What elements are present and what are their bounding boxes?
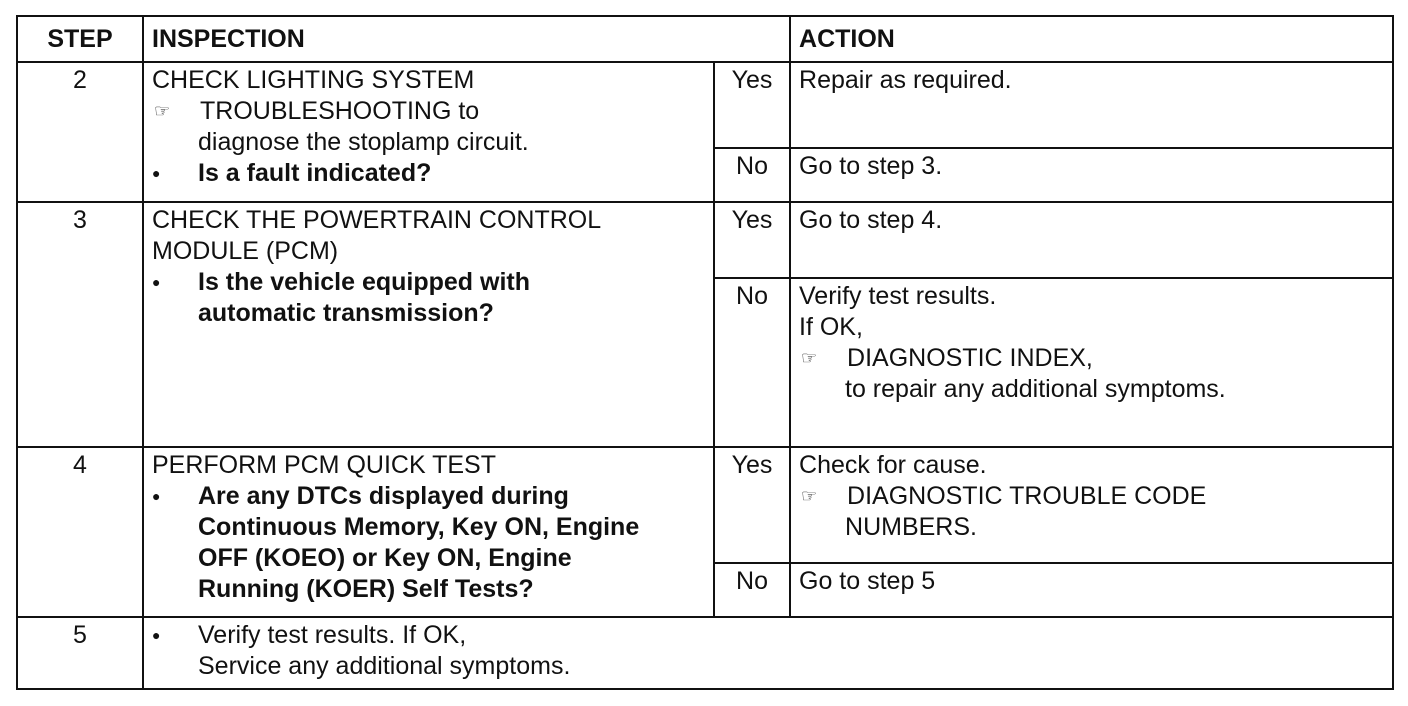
no-action: Verify test results. If OK, ☞ DIAGNOSTIC… xyxy=(789,277,1395,448)
yes-action-text: Check for cause. xyxy=(799,450,987,479)
header-action: ACTION xyxy=(789,14,1395,64)
inspection-cell: CHECK THE POWERTRAIN CONTROL MODULE (PCM… xyxy=(142,201,715,448)
header-inspection: INSPECTION xyxy=(141,14,792,64)
inspection-title: PERFORM PCM QUICK TEST xyxy=(152,450,497,479)
reference-text: TROUBLESHOOTING to xyxy=(200,97,480,126)
reference-line: ☞ DIAGNOSTIC TROUBLE CODE xyxy=(799,481,1384,512)
yes-action: Check for cause. ☞ DIAGNOSTIC TROUBLE CO… xyxy=(789,445,1395,564)
header-row: STEP INSPECTION ACTION xyxy=(16,14,1395,64)
no-action: Go to step 3. xyxy=(789,147,1395,204)
inspection-cell: PERFORM PCM QUICK TEST ● Are any DTCs di… xyxy=(142,445,715,618)
reference-text: DIAGNOSTIC INDEX, xyxy=(847,344,1093,373)
question-line: ● Is a fault indicated? xyxy=(152,158,705,189)
instruction-line: ● Verify test results. If OK, xyxy=(152,620,1384,651)
step-number: 2 xyxy=(16,61,144,204)
reference-text-continued: to repair any additional symptoms. xyxy=(845,375,1226,404)
table-row: No Verify test results. If OK, ☞ DIAGNOS… xyxy=(17,277,1395,448)
inspection-title: CHECK LIGHTING SYSTEM xyxy=(152,66,475,95)
inspection-cell: ● Verify test results. If OK, Service an… xyxy=(141,615,1395,691)
bullet-icon: ● xyxy=(152,626,161,643)
yes-label: Yes xyxy=(712,445,792,564)
question-text: Is a fault indicated? xyxy=(198,159,432,188)
step-number: 4 xyxy=(16,445,144,618)
table-row: 2 CHECK LIGHTING SYSTEM ☞ TROUBLESHOOTIN… xyxy=(16,61,1395,204)
yes-label: Yes xyxy=(712,201,792,280)
step-number: 5 xyxy=(16,615,144,691)
question-text-continued: Running (KOER) Self Tests? xyxy=(198,574,534,603)
step-number: 3 xyxy=(16,201,144,448)
inspection-title: CHECK THE POWERTRAIN CONTROL xyxy=(152,206,602,235)
instruction-text: Verify test results. If OK, xyxy=(198,620,467,649)
reference-line: ☞ DIAGNOSTIC INDEX, xyxy=(799,343,1384,374)
question-line: ● Is the vehicle equipped with automatic… xyxy=(152,267,705,329)
bullet-icon: ● xyxy=(152,165,161,182)
instruction-text-continued: Service any additional symptoms. xyxy=(198,651,571,680)
header-step: STEP xyxy=(16,14,144,64)
question-text-continued: Continuous Memory, Key ON, Engine xyxy=(198,512,640,541)
diagnostic-table: STEP INSPECTION ACTION 2 CHECK LIGHTING … xyxy=(16,14,1395,691)
no-label: No xyxy=(712,147,792,204)
no-label: No xyxy=(712,277,792,448)
yes-action: Repair as required. xyxy=(789,61,1395,150)
table-row: 5 ● Verify test results. If OK, Service … xyxy=(16,615,1395,691)
pointing-hand-icon: ☞ xyxy=(154,101,171,122)
no-label: No xyxy=(712,561,792,618)
question-text-continued: automatic transmission? xyxy=(198,299,494,328)
question-text: Is the vehicle equipped with xyxy=(198,268,531,297)
pointing-hand-icon: ☞ xyxy=(801,485,818,506)
reference-text-continued: NUMBERS. xyxy=(845,512,977,541)
inspection-title-continued: MODULE (PCM) xyxy=(152,237,339,266)
yes-action: Go to step 4. xyxy=(789,201,1395,280)
reference-text-continued: diagnose the stoplamp circuit. xyxy=(198,128,529,157)
table-row: 4 PERFORM PCM QUICK TEST ● Are any DTCs … xyxy=(16,445,1395,618)
no-action-text-continued: If OK, xyxy=(799,313,863,342)
no-action-text: Verify test results. xyxy=(799,282,997,311)
pointing-hand-icon: ☞ xyxy=(801,348,818,369)
inspection-cell: CHECK LIGHTING SYSTEM ☞ TROUBLESHOOTING … xyxy=(142,61,715,204)
no-action: Go to step 5 xyxy=(789,561,1395,618)
table-row: 3 CHECK THE POWERTRAIN CONTROL MODULE (P… xyxy=(16,201,1395,448)
table-row: No Go to step 3. xyxy=(17,147,1395,204)
reference-line: ☞ TROUBLESHOOTING to xyxy=(152,96,705,127)
table-row: No Go to step 5 xyxy=(17,561,1395,618)
question-text: Are any DTCs displayed during xyxy=(198,481,569,510)
bullet-icon: ● xyxy=(152,274,161,291)
bullet-icon: ● xyxy=(152,487,161,504)
reference-text: DIAGNOSTIC TROUBLE CODE xyxy=(847,481,1207,510)
question-line: ● Are any DTCs displayed during xyxy=(152,481,705,512)
question-text-continued: OFF (KOEO) or Key ON, Engine xyxy=(198,543,572,572)
yes-label: Yes xyxy=(712,61,792,150)
